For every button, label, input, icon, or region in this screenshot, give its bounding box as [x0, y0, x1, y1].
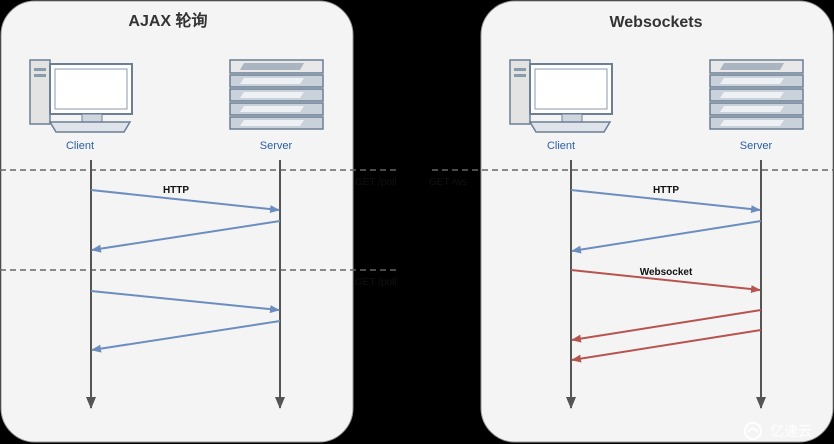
http-response-arrow	[91, 220, 281, 253]
http-request-arrow	[570, 189, 761, 214]
websocket-push-arrow	[571, 329, 762, 363]
watermark-text: 亿速云	[770, 423, 812, 439]
request-label: GET /poll	[355, 177, 397, 188]
left-panel-title: AJAX 轮询	[128, 11, 207, 30]
http-label: HTTP	[163, 185, 189, 196]
http-label: HTTP	[653, 185, 679, 196]
http-response-arrow	[571, 220, 762, 254]
http-response-arrow	[91, 320, 281, 353]
request-label: GET /ws	[429, 177, 467, 188]
right-server-label: Server	[740, 140, 773, 152]
websocket-request-arrow	[570, 269, 761, 294]
request-label: GET /poll	[355, 277, 397, 288]
server-icon	[229, 59, 324, 130]
left-client-label: Client	[66, 140, 94, 152]
server-icon	[709, 59, 804, 130]
left-server-label: Server	[260, 140, 293, 152]
cloud-logo-icon	[744, 422, 762, 440]
websocket-label: Websocket	[640, 267, 693, 278]
watermark: 亿速云	[744, 422, 812, 440]
websocket-push-arrow	[571, 309, 762, 343]
right-panel-title: Websockets	[609, 14, 702, 31]
http-request-arrow	[90, 290, 280, 314]
computer-icon	[29, 59, 133, 133]
computer-icon	[509, 59, 613, 133]
http-request-arrow	[90, 189, 280, 214]
right-client-label: Client	[547, 140, 575, 152]
